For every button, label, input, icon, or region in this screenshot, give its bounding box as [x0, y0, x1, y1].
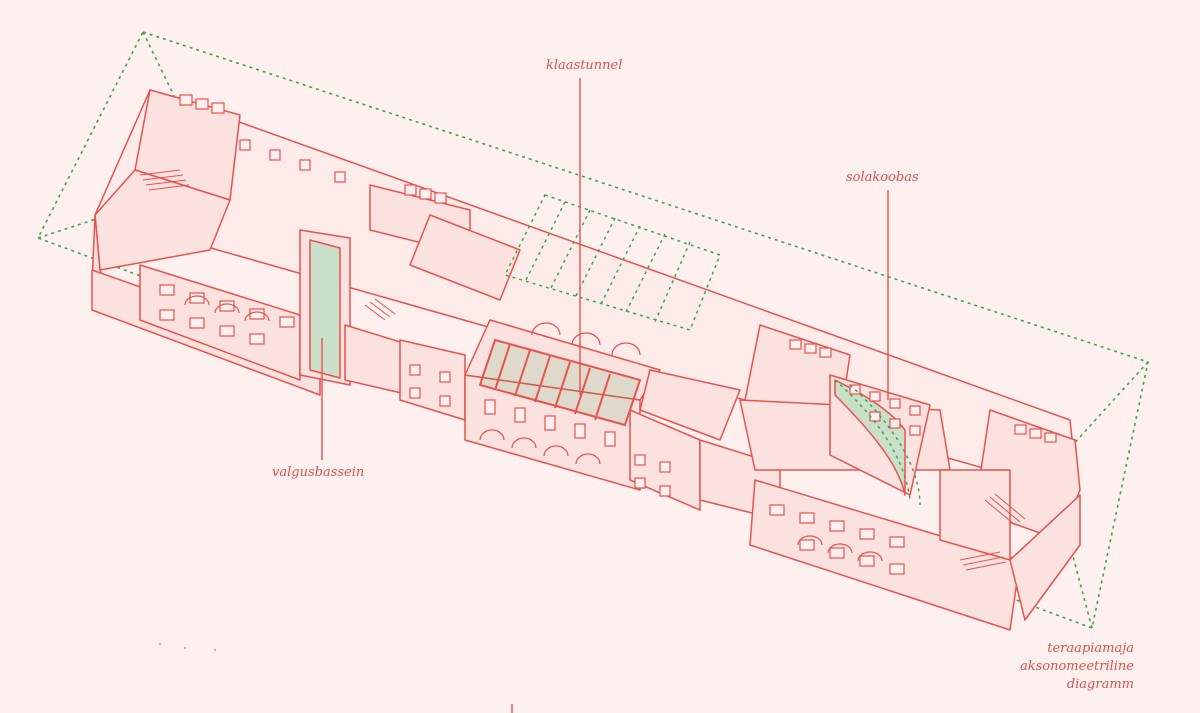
- caption-line: diagramm: [1066, 677, 1134, 692]
- stairs: [139, 169, 1026, 571]
- label-solakoobas: solakoobas: [846, 170, 919, 185]
- building: [91, 89, 1081, 631]
- leader-lines: [321, 78, 889, 713]
- windows: [159, 94, 1057, 575]
- caption-line: aksonomeetriline: [1019, 659, 1134, 674]
- faint-marks: [158, 642, 217, 652]
- label-valgusbassein: valgusbassein: [272, 465, 365, 480]
- caption-line: teraapiamaja: [1047, 641, 1134, 656]
- skylight-beams: [478, 338, 642, 427]
- arches: [184, 295, 883, 562]
- glass-tunnel-frames: [503, 194, 921, 506]
- label-klaastunnel: klaastunnel: [546, 58, 623, 73]
- diagram-caption: teraapiamaja aksonomeetriline diagramm: [1020, 640, 1134, 694]
